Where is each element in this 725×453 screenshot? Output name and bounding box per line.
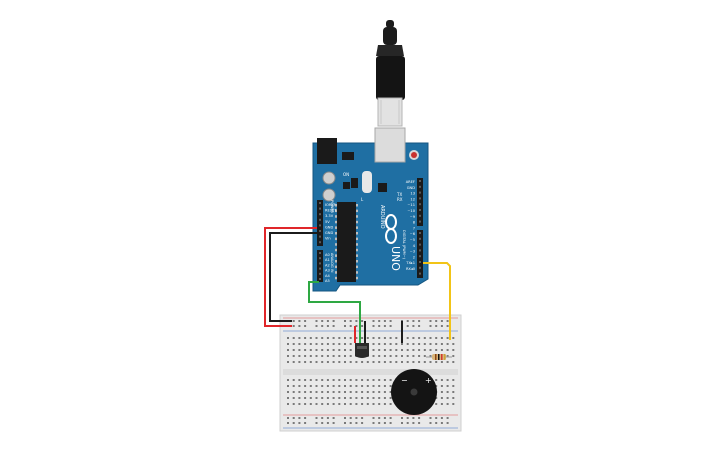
digital-pin-label-11: 4 [413,244,416,248]
buzzer-plus-label: + [425,376,432,385]
wire-5v-red [264,227,317,327]
usb-port [374,127,406,163]
digital-pin-label-3: 12 [410,197,415,201]
resistor [426,354,452,360]
piezo-buzzer: − + [391,369,437,415]
digital-pin-label-8: 7 [413,226,415,230]
digital-pin-label-15: RX◂0 [406,267,416,271]
digital-pin-label-14: TX▸1 [405,261,415,265]
power-pin-label-4: GND [325,225,333,229]
wire-a0-green [308,281,361,343]
power-header-title: POWER [330,200,334,214]
analog-header [317,250,323,282]
power-pin-label-6: Vin [325,237,331,241]
digital-pin-label-6: ~9 [410,215,416,219]
buzzer-minus-label: − [401,376,408,385]
digital-pin-label-5: ~10 [407,209,415,213]
analog-pin-label-2: A2 [325,263,330,267]
analog-pin-label-5: A5 [325,279,330,283]
analog-header-title: ANALOG IN [330,253,334,273]
breadboard [279,314,462,432]
arduino-logo [385,214,397,244]
digital-pin-label-13: 2 [413,255,415,259]
wire-d2-yellow [423,262,451,340]
usb-cable [376,20,405,127]
wire-gnd-black [269,232,317,322]
digital-header-title: DIGITAL (PWM~) [402,230,406,260]
power-pin-label-3: 5V [325,220,330,224]
on-led-label: ON [343,172,349,177]
power-jack [317,138,337,164]
power-pin-label-1: RESET [325,209,337,213]
digital-pin-label-2: 13 [410,192,415,196]
digital-pin-label-0: AREF [406,180,415,184]
digital-pin-label-9: ~6 [410,232,416,236]
uno-model-text: UNO [389,246,402,271]
digital-pin-label-10: ~5 [410,238,415,242]
digital-pin-label-4: ~11 [407,203,415,207]
tx-label: TX [396,192,402,197]
analog-pin-label-1: A1 [325,258,330,262]
analog-pin-label-3: A3 [325,269,330,273]
power-pin-label-0: IOREF [325,203,336,207]
temperature-sensor [355,343,369,358]
arduino-brand-text: ARDUINO [379,205,385,229]
digital-pin-label-7: 8 [413,221,416,225]
digital-pin-label-1: GND [407,186,415,190]
digital-header-lower [417,230,423,278]
power-header [317,200,323,246]
analog-pin-label-4: A4 [325,274,330,278]
wires [264,227,451,343]
l-led-label: L [361,197,364,202]
digital-pin-label-12: ~3 [410,250,415,254]
atmega-chip [337,202,356,282]
power-pin-label-2: 3.3V [325,214,334,218]
digital-header-upper [417,178,423,226]
power-pin-label-5: GND [325,231,333,235]
analog-pin-label-0: A0 [325,253,330,257]
rx-label: RX [397,197,403,202]
